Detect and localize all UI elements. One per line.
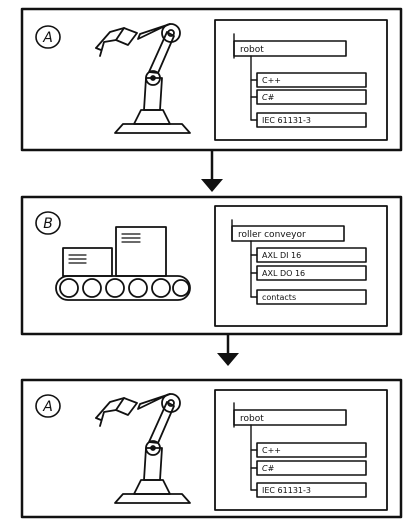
tree-child-label: C# — [262, 464, 275, 473]
tree-child-label: IEC 61131-3 — [262, 116, 311, 125]
tree-child-label: AXL DO 16 — [262, 269, 305, 278]
panel-letter: A — [42, 399, 53, 415]
down-arrow-icon — [201, 150, 223, 192]
panel-frame — [22, 9, 401, 150]
roller-conveyor-icon — [56, 227, 190, 300]
tree-child-label: C++ — [262, 76, 281, 85]
tree-child-label: contacts — [262, 293, 296, 302]
tree-root-label: robot — [240, 45, 264, 55]
tree-child-label: IEC 61131-3 — [262, 486, 311, 495]
tree-root-label: roller conveyor — [238, 230, 306, 240]
robot-arm-icon — [96, 394, 190, 503]
down-arrow-icon — [217, 334, 239, 366]
tree-child-label: AXL DI 16 — [262, 251, 301, 260]
tree-child-label: C++ — [262, 446, 281, 455]
panel-conveyor: B roller conveyor AXL DI 16 AXL DO 16 co… — [22, 197, 401, 334]
panel-robot-2: A robot C++ C# IEC 61131-3 — [22, 380, 401, 517]
panel-letter: B — [43, 216, 53, 232]
panel-letter: A — [42, 30, 53, 46]
panel-robot-1: A robot C++ C# IEC 61131-3 — [22, 9, 401, 150]
tree-child-label: C# — [262, 93, 275, 102]
tree-root-label: robot — [240, 414, 264, 424]
robot-arm-icon — [96, 24, 190, 133]
